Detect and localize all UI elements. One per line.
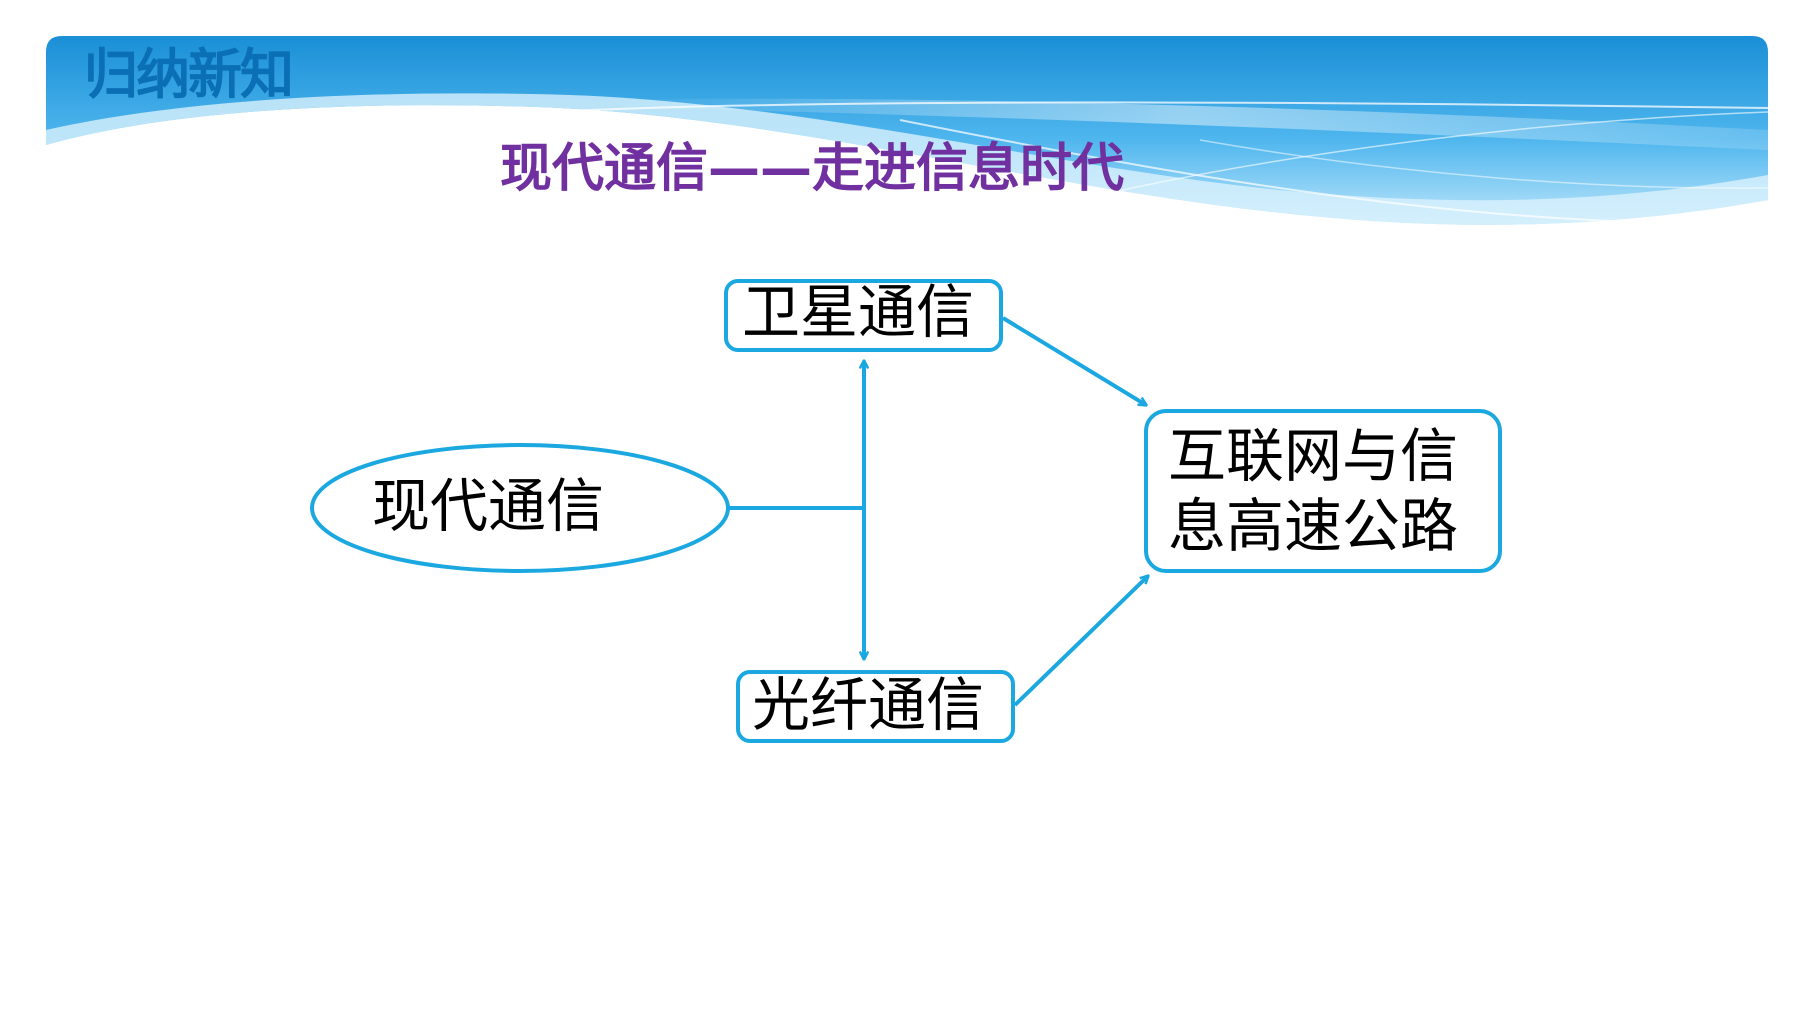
node-internet-label-line1: 互联网与信 xyxy=(1168,422,1459,490)
banner-shape xyxy=(46,36,1768,225)
node-fiber-label: 光纤通信 xyxy=(752,671,985,739)
arrow-satellite-internet xyxy=(1001,316,1146,405)
banner-streak-3 xyxy=(1099,111,1769,196)
node-modern-label: 现代通信 xyxy=(372,472,605,540)
banner-wave xyxy=(46,93,1768,225)
banner-highlight xyxy=(600,98,1768,150)
section-title: 归纳新知 xyxy=(84,43,294,106)
arrow-fiber-internet xyxy=(1013,576,1148,707)
node-fiber-box xyxy=(736,670,1015,743)
node-internet-label-line2: 息高速公路 xyxy=(1168,492,1459,560)
banner-streak-4 xyxy=(1199,139,1769,189)
node-satellite-label: 卫星通信 xyxy=(742,278,975,346)
banner-streak-2 xyxy=(899,119,1641,223)
node-internet-box xyxy=(1144,409,1502,573)
node-satellite-box xyxy=(724,279,1003,352)
page-title: 现代通信——走进信息时代 xyxy=(500,139,1125,199)
